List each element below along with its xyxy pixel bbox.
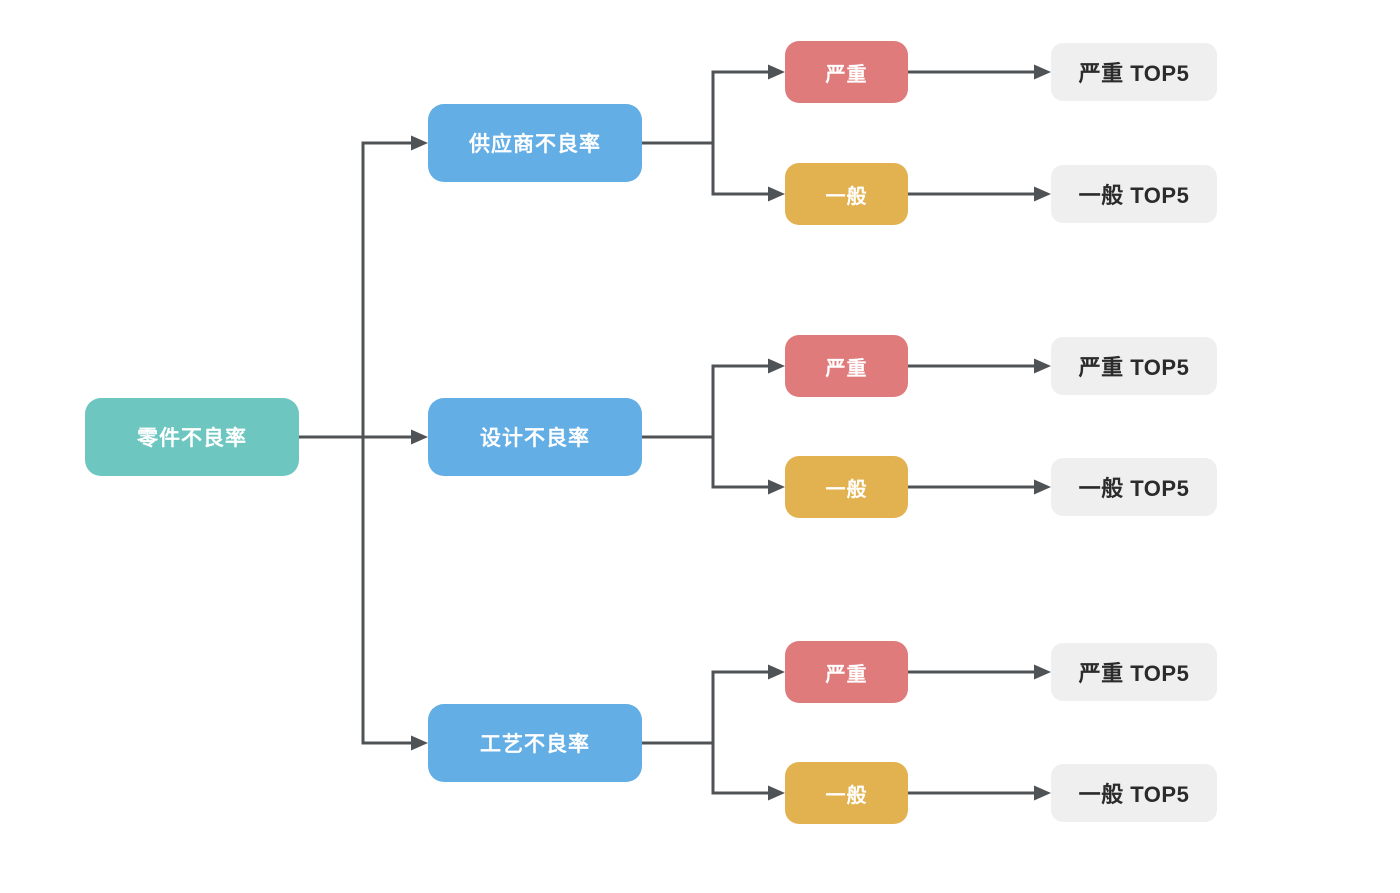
arrowhead bbox=[411, 135, 428, 151]
arrowhead bbox=[1034, 785, 1051, 801]
general-node-process[interactable]: 一般 bbox=[785, 762, 908, 824]
severe-node-process[interactable]: 严重 bbox=[785, 641, 908, 703]
general-node-label: 一般 bbox=[825, 185, 868, 208]
branch-node-supplier[interactable]: 供应商不良率 bbox=[428, 104, 642, 182]
branch-node-label: 设计不良率 bbox=[480, 427, 590, 450]
result-label: 严重 TOP5 bbox=[1078, 61, 1190, 86]
general-node-label: 一般 bbox=[825, 478, 868, 501]
arrowhead bbox=[768, 186, 785, 202]
arrowhead bbox=[411, 429, 428, 445]
severe-node-supplier[interactable]: 严重 bbox=[785, 41, 908, 103]
general-top5-box-process[interactable]: 一般 TOP5 bbox=[1051, 764, 1217, 822]
severe-node-label: 严重 bbox=[825, 63, 868, 86]
arrowhead bbox=[411, 735, 428, 751]
severe-node-label: 严重 bbox=[825, 663, 868, 686]
arrowhead bbox=[1034, 186, 1051, 202]
arrowhead bbox=[1034, 64, 1051, 80]
severe-top5-box-supplier[interactable]: 严重 TOP5 bbox=[1051, 43, 1217, 101]
arrowhead bbox=[1034, 358, 1051, 374]
arrowhead bbox=[1034, 664, 1051, 680]
general-top5-box-supplier[interactable]: 一般 TOP5 bbox=[1051, 165, 1217, 223]
severe-top5-box-design[interactable]: 严重 TOP5 bbox=[1051, 337, 1217, 395]
result-label: 一般 TOP5 bbox=[1078, 782, 1190, 807]
severe-node-design[interactable]: 严重 bbox=[785, 335, 908, 397]
branch-node-label: 供应商不良率 bbox=[469, 133, 601, 156]
arrowhead bbox=[768, 479, 785, 495]
severe-top5-box-process[interactable]: 严重 TOP5 bbox=[1051, 643, 1217, 701]
branch-node-process[interactable]: 工艺不良率 bbox=[428, 704, 642, 782]
arrowhead bbox=[768, 664, 785, 680]
severe-node-label: 严重 bbox=[825, 357, 868, 380]
result-label: 严重 TOP5 bbox=[1078, 355, 1190, 380]
branch-node-design[interactable]: 设计不良率 bbox=[428, 398, 642, 476]
arrowhead bbox=[1034, 479, 1051, 495]
result-label: 一般 TOP5 bbox=[1078, 476, 1190, 501]
arrowhead bbox=[768, 358, 785, 374]
result-label: 一般 TOP5 bbox=[1078, 183, 1190, 208]
arrowhead bbox=[768, 64, 785, 80]
result-label: 严重 TOP5 bbox=[1078, 661, 1190, 686]
arrowhead bbox=[768, 785, 785, 801]
general-node-design[interactable]: 一般 bbox=[785, 456, 908, 518]
general-top5-box-design[interactable]: 一般 TOP5 bbox=[1051, 458, 1217, 516]
root-node[interactable]: 零件不良率 bbox=[85, 398, 299, 476]
branch-node-label: 工艺不良率 bbox=[480, 733, 590, 756]
root-node-label: 零件不良率 bbox=[137, 427, 247, 450]
general-node-supplier[interactable]: 一般 bbox=[785, 163, 908, 225]
general-node-label: 一般 bbox=[825, 784, 868, 807]
